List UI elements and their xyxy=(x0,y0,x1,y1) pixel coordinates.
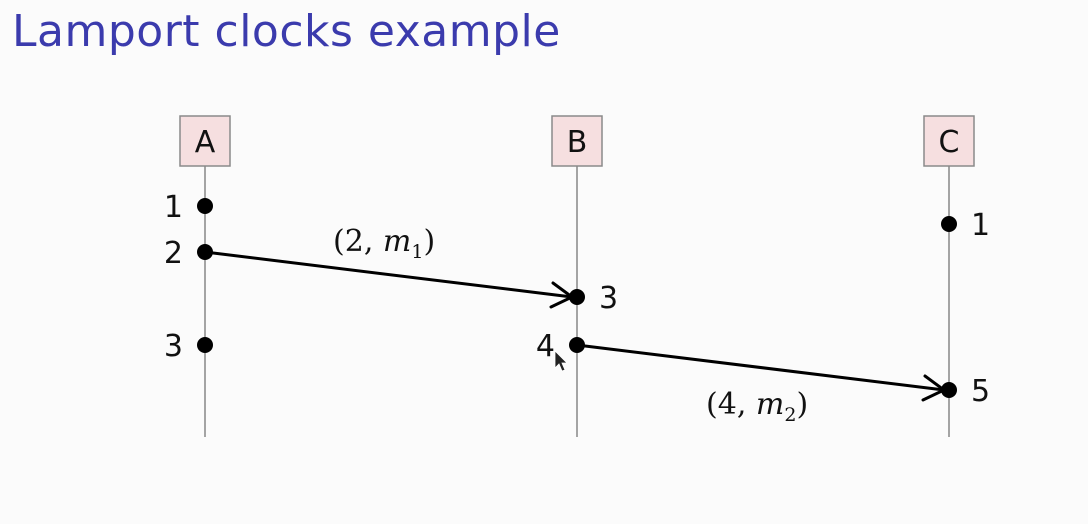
event-label-a1: 1 xyxy=(164,190,183,225)
message-label-m2: (4, m2) xyxy=(706,387,808,426)
process-c: C xyxy=(923,115,975,167)
process-a: A xyxy=(179,115,231,167)
event-dot-a3 xyxy=(197,337,213,353)
process-label-a: A xyxy=(195,125,216,160)
event-dot-c1 xyxy=(941,216,957,232)
message-arrow-m1 xyxy=(204,250,573,299)
event-label-b3: 3 xyxy=(599,281,618,316)
message-label-m1: (2, m1) xyxy=(333,224,435,263)
event-label-a3: 3 xyxy=(164,329,183,364)
message-m1 xyxy=(204,250,575,309)
process-b: B xyxy=(551,115,603,167)
message-arrow-m2 xyxy=(576,343,945,392)
process-label-b: B xyxy=(567,125,588,160)
event-dot-a1 xyxy=(197,198,213,214)
slide-title: Lamport clocks example xyxy=(12,6,561,57)
event-label-c5: 5 xyxy=(971,374,990,409)
event-dot-b4 xyxy=(569,337,585,353)
event-label-a2: 2 xyxy=(164,236,183,271)
process-label-c: C xyxy=(939,125,960,160)
mouse-cursor-icon xyxy=(554,350,568,372)
event-dot-b3 xyxy=(569,289,585,305)
event-dot-c5 xyxy=(941,382,957,398)
event-dot-a2 xyxy=(197,244,213,260)
event-label-b4: 4 xyxy=(536,329,555,364)
event-label-c1: 1 xyxy=(971,208,990,243)
